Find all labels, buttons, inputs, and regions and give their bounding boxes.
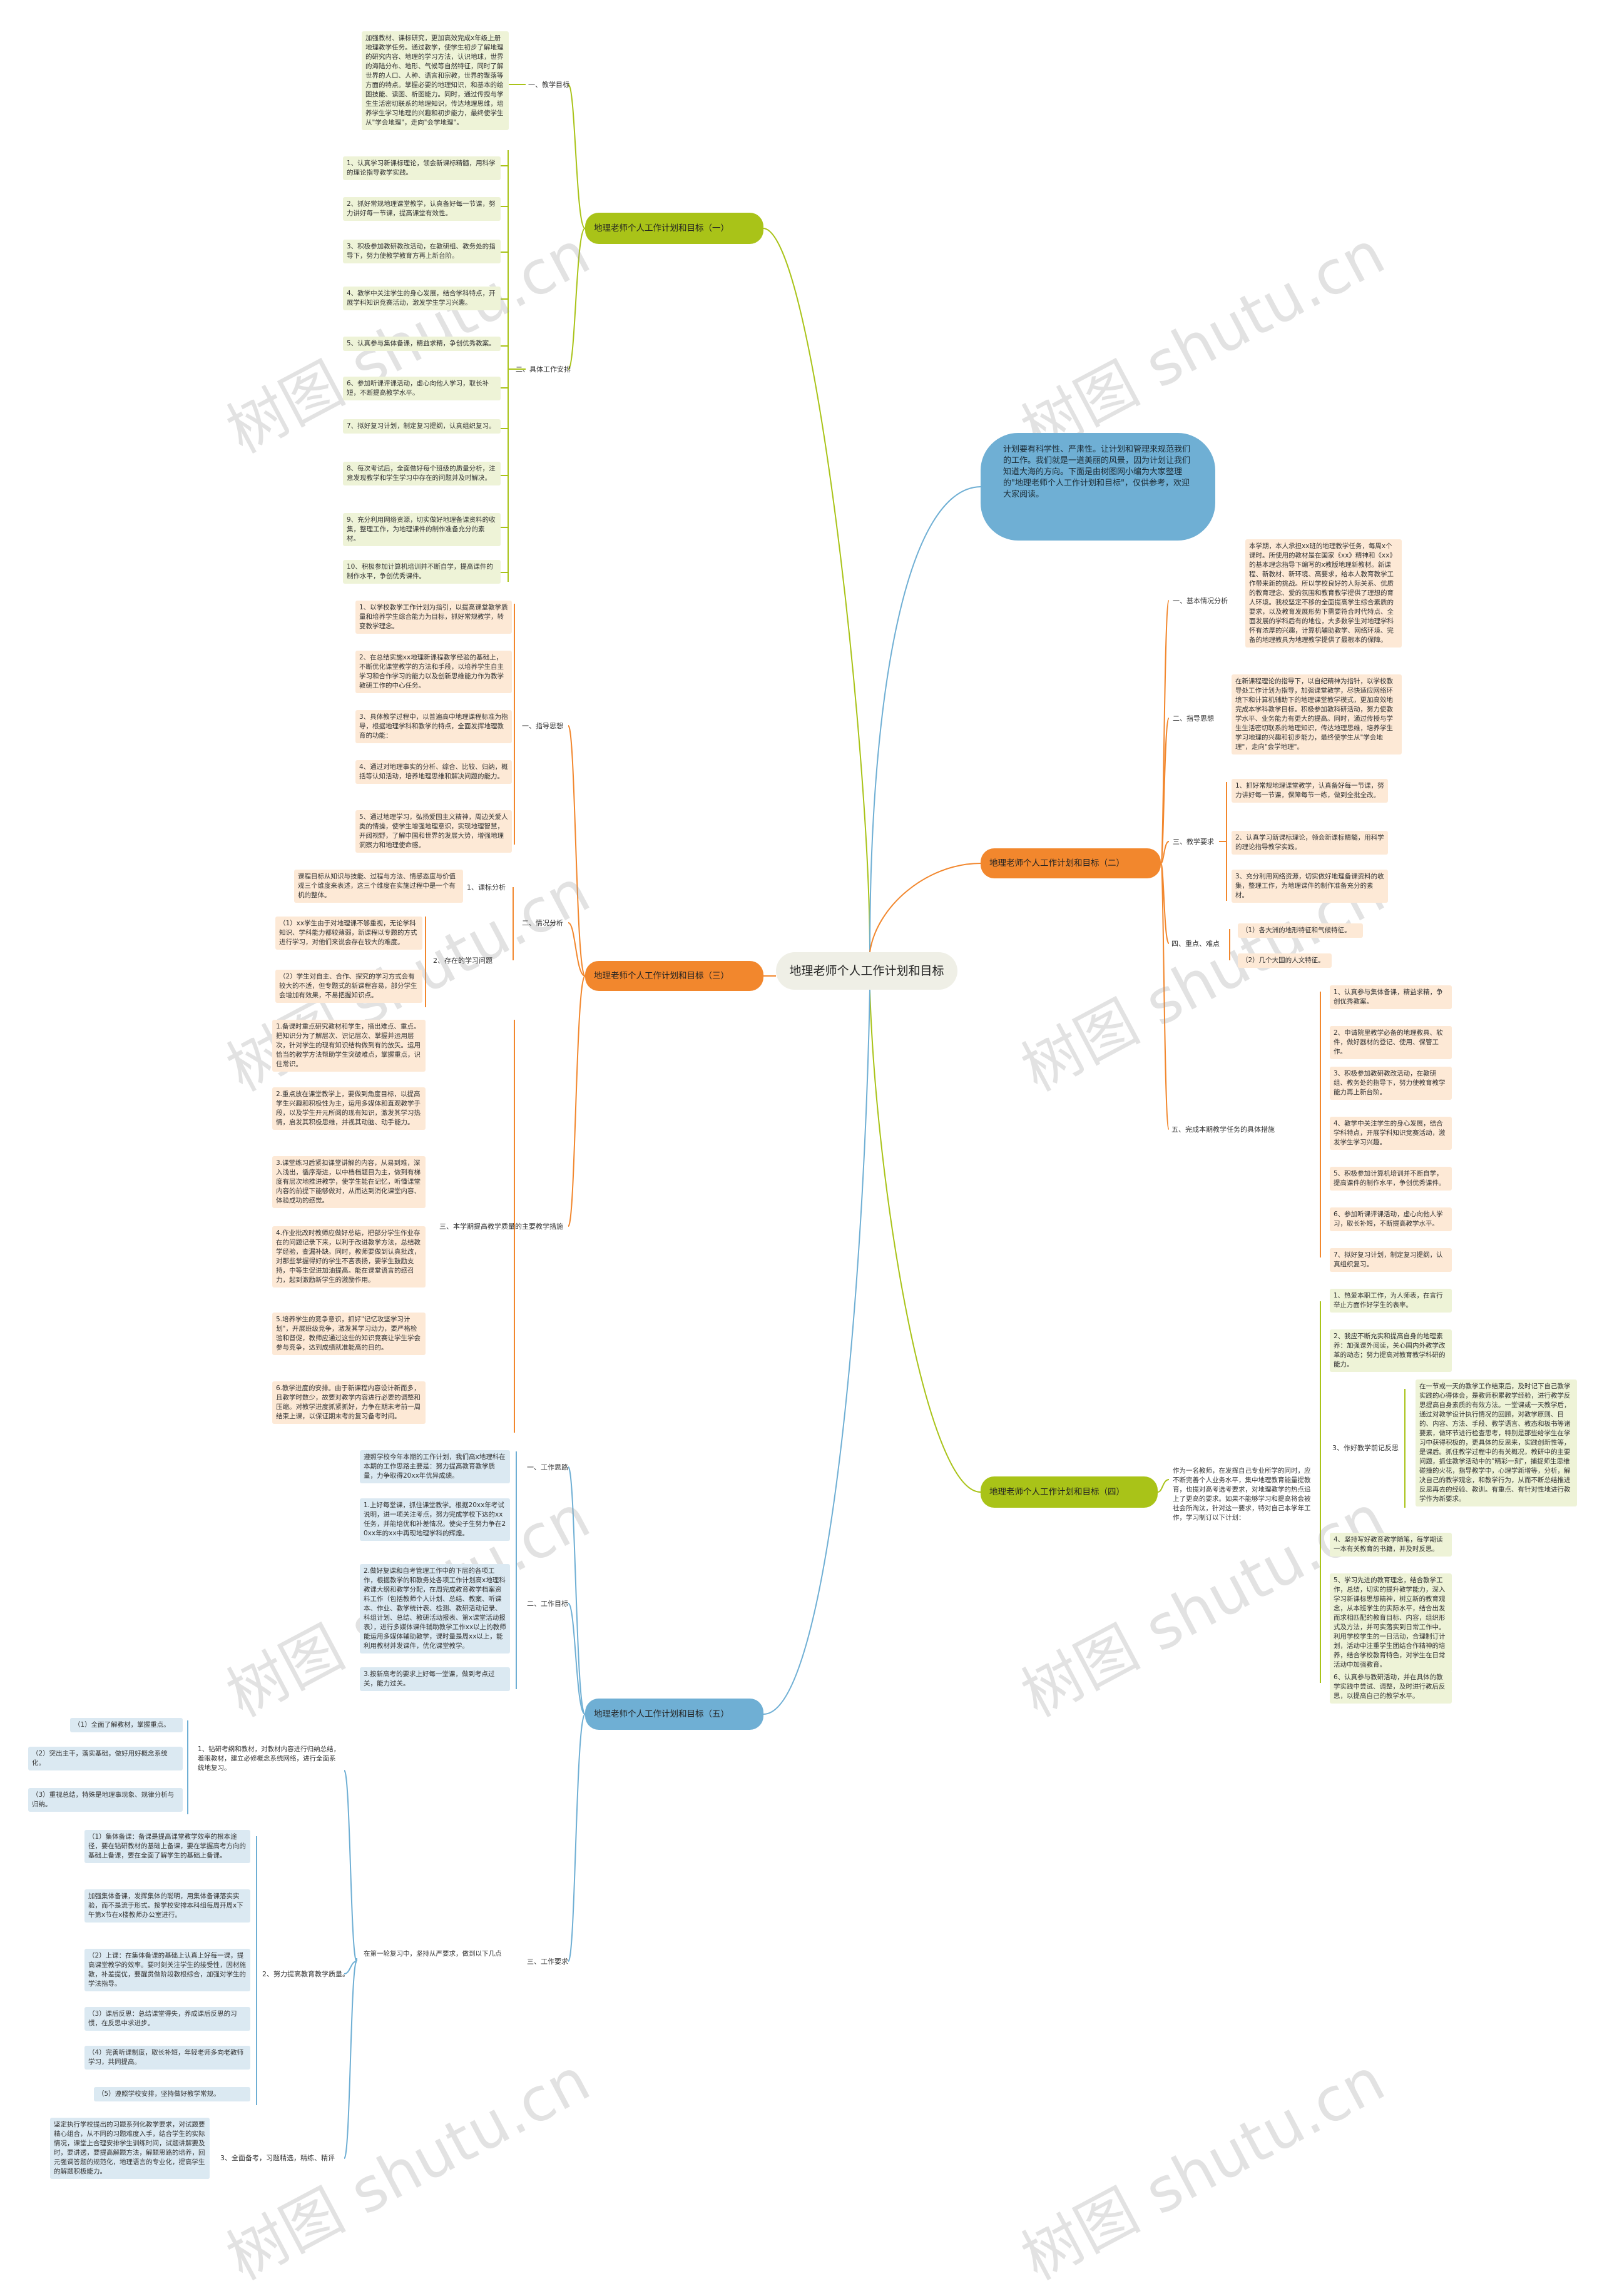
list-item: （1）各大洲的地形特征和气候特征。 [1238, 923, 1363, 938]
connector-root-branch5 [763, 989, 870, 1715]
section-label: 四、重点、难点 [1171, 940, 1220, 948]
section-label: 二、工作目标 [527, 1600, 568, 1608]
subsection-label: 3、作好教学前记反思 [1332, 1444, 1399, 1452]
leaf-text: 在新课程理论的指导下，以自纪精神为指针，以学校教导处工作计划为指导，加强课堂教学… [1232, 674, 1402, 754]
list-item: （3）重视总结，特殊是地理事现象、规律分析与归纳。 [28, 1788, 183, 1812]
section-label: 一、教学目标 [528, 81, 569, 89]
subsection-label: 1、钻研考纲和教材，对教材内容进行归纳总结，着眼教材，建立必修概念系统网络，进行… [194, 1742, 344, 1775]
section-label: 二、具体工作安排 [516, 365, 571, 373]
leaf-text: 作为一名教师，在发挥自己专业所学的同时，应不断完善个人业务水平，集中地理教育能量… [1169, 1464, 1319, 1525]
subsection-label: 2、存在的学习问题 [433, 957, 492, 965]
section-label: 一、基本情况分析 [1173, 597, 1228, 605]
list-item: 1.备课时重点研究教材和学生，摘出难点、重点。把知识分为了解层次、识记层次、掌握… [272, 1020, 426, 1072]
section-label: 一、指导思想 [522, 722, 563, 730]
section-label: 一、工作思路 [527, 1463, 568, 1471]
connector-root-intro [869, 486, 981, 953]
list-item: （1）集体备课：备课是提高课堂教学效率的根本途径，要在钻研教材的基础上备课，要在… [84, 1830, 250, 1863]
leaf-text: 本学期，本人承担xx班的地理教学任务，每周x个课时。所使用的教材是在国家《xx》… [1245, 539, 1402, 648]
list-item: （2）几个大国的人文特征。 [1238, 953, 1332, 968]
list-item: 1、热爱本职工作，为人师表，在言行举止方面作好学生的表率。 [1330, 1289, 1452, 1313]
list-item: 1、抓好常规地理课堂教学，认真备好每一节课，努力讲好每一节课，保障每节一练，做到… [1232, 779, 1388, 803]
leaf-text: 在第一轮复习中，坚持从严要求，做到以下几点 [360, 1947, 510, 1961]
list-item: 加强集体备课，发挥集体的聪明，用集体备课落实实验，而不是流于形式。按学校安排本科… [84, 1889, 250, 1923]
list-item: 4、教学中关注学生的身心发展，结合学科特点，开展学科知识竞赛活动，激发学生学习兴… [343, 287, 501, 310]
list-item: 5、通过地理学习，弘扬爱国主义精神，周边关爱人类的情操，使学生增强地理意识，实现… [355, 810, 512, 853]
list-item: 2、在总结实施xx地理新课程教学经验的基础上，不断优化课堂教学的方法和手段，以培… [355, 651, 512, 693]
root-topic[interactable]: 地理老师个人工作计划和目标 [776, 952, 957, 990]
list-item: 7、拟好复习计划，制定复习提纲，认真组织复习。 [1330, 1248, 1452, 1272]
list-item: 6、参加听课评课活动，虚心向他人学习，取长补短，不断提高教学水平。 [343, 377, 501, 400]
list-item: （5）遵照学校安排，坚持做好教学常规。 [94, 2087, 250, 2101]
subsection-label: 1、课标分析 [467, 883, 506, 891]
branch-plan-4[interactable]: 地理老师个人工作计划和目标（四） [981, 1476, 1158, 1508]
connector-lines [187, 84, 1406, 2159]
list-item: 1.上好每堂课，抓住课堂教学。根据20xx年考试说明，进一项关注考点，努力完成学… [360, 1498, 510, 1541]
list-item: 3、充分利用网络资源，切实做好地理备课资料的收集，整理工作，为地理课件的制作准备… [1232, 870, 1388, 903]
list-item: （4）完善听课制度，取长补短，年轻老师多向老教师学习，共同提高。 [84, 2046, 250, 2070]
list-item: 6.教学进度的安排。由于新课程内容设计新而多，且教学时数少，故要对教学内容进行必… [272, 1381, 426, 1424]
list-item: 1、认真参与集体备课，精益求精，争创优秀教案。 [1330, 985, 1452, 1009]
branch-plan-2[interactable]: 地理老师个人工作计划和目标（二） [981, 848, 1161, 878]
branch-plan-5[interactable]: 地理老师个人工作计划和目标（五） [585, 1699, 763, 1730]
list-item: 6、参加听课评课活动，虚心向他人学习，取长补短，不断提高教学水平。 [1330, 1207, 1452, 1231]
list-item: 3.按新高考的要求上好每一堂课，做到考点过关，能力过关。 [360, 1667, 510, 1691]
branch-plan-1[interactable]: 地理老师个人工作计划和目标（一） [585, 213, 763, 244]
list-item: 5.培养学生的竞争意识，抓好"记忆攻坚学习计划"，开展班级竞争，激发其学习动力，… [272, 1313, 426, 1355]
list-item: （2）学生对自主、合作、探究的学习方式会有较大的不适，但专题式的新课程容易，部分… [275, 970, 422, 1003]
list-item: 3、积极参加教研教改活动，在教研组、教务处的指导下，努力使教育教学能力再上新台阶… [1330, 1067, 1452, 1100]
subsection-label: 3、全面备考，习题精选，精练、精评 [220, 2154, 335, 2162]
list-item: 5、积极参加计算机培训并不断自学，提高课件的制作水平，争创优秀课件。 [1330, 1167, 1452, 1191]
list-item: 7、拟好复习计划，制定复习提纲，认真组织复习。 [343, 419, 501, 434]
section-label: 二、情况分析 [522, 919, 563, 927]
list-item: 3.课堂练习后紧扣课堂讲解的内容，从易到难，深入浅出，循序渐进，以中档档题目为主… [272, 1156, 426, 1208]
list-item: 2、认真学习新课标理论，领会新课标精髓，用科学的理论指导教学实践。 [1232, 831, 1388, 855]
list-item: 8、每次考试后，全面做好每个班级的质量分析，注意发现教学和学生学习中存在的问题并… [343, 462, 501, 485]
list-item: 5、认真参与集体备课，精益求精，争创优秀教案。 [343, 337, 501, 351]
list-item: （1）xx学生由于对地理课不够重视，无论学科知识、学科能力都较薄弱，新课程以专题… [275, 917, 422, 950]
leaf-text: 坚定执行学校提出的习题系列化教学要求，对试题要精心组合，从不同的习题难度入手，结… [50, 2118, 210, 2179]
list-item: 2、申请院里教学必备的地理教具、软件，做好器材的登记、使用、保管工作。 [1330, 1026, 1452, 1059]
leaf-text: 遵照学校今年本期的工作计划，我们高x地理科在本期的工作思路主要是：努力提高教育教… [360, 1450, 510, 1483]
list-item: 10、积极参加计算机培训并不断自学，提高课件的制作水平，争创优秀课件。 [343, 560, 501, 584]
branch-plan-3[interactable]: 地理老师个人工作计划和目标（三） [585, 961, 763, 991]
list-item: （2）突出主干，落实基础，做好用好概念系统化。 [28, 1747, 183, 1770]
list-item: （1）全面了解教材，掌握重点。 [70, 1718, 183, 1732]
list-item: 6、认真参与教研活动，并在具体的教学实践中尝试、调整，及时进行教后反思，以提高自… [1330, 1670, 1452, 1704]
list-item: 3、具体教学过程中，以普遍高中地理课程标准为指导，根据地理学科和教学的特点，全面… [355, 710, 512, 743]
list-item: 5、学习先进的教育理念，结合教学工作，总结，切实的提升教学能力，深入学习新课标思… [1330, 1573, 1452, 1672]
section-label: 三、工作要求 [527, 1958, 568, 1966]
subsection-label: 2、努力提高教育教学质量。 [262, 1970, 349, 1978]
connector-root-branch4 [869, 989, 981, 1493]
connector-root-branch1 [763, 228, 870, 953]
list-item: 2、抓好常规地理课堂教学，认真备好每一节课，努力讲好每一节课，提高课堂有效性。 [343, 197, 501, 221]
list-item: 2、我应不断充实和提高自身的地理素养：加强课外阅读，关心国内外教学改革的动态；努… [1330, 1329, 1452, 1372]
list-item: 9、充分利用网络资源，切实做好地理备课资料的收集，整理工作，为地理课件的制作准备… [343, 513, 501, 546]
list-item: 1、以学校教学工作计划为指引，以提高课堂教学质量和培养学生综合能力为目标，抓好常… [355, 601, 512, 634]
list-item: 4、教学中关注学生的身心发展，结合学科特点，开展学科知识竞赛活动，激发学生学习兴… [1330, 1117, 1452, 1150]
section-label: 三、本学期提高教学质量的主要教学措施 [439, 1222, 563, 1231]
list-item: 4、坚持写好教育教学随笔，每学期读一本有关教育的书籍，并及时反思。 [1330, 1533, 1452, 1557]
intro-node[interactable]: 计划要有科学性、严肃性。让计划和管理来规范我们的工作。我们就是一道美丽的风景，因… [981, 433, 1215, 541]
leaf-text: 课程目标从知识与技能、过程与方法、情感态度与价值观三个维度来表述，这三个维度在实… [294, 870, 463, 903]
list-item: 2.做好复课和自考管理工作中的下层的各项工作，根据教学的和教务处各项工作计划高x… [360, 1564, 510, 1653]
list-item: 3、积极参加教研教改活动，在教研组、教务处的指导下，努力使教学教育方再上新台阶。 [343, 240, 501, 263]
section-label: 三、教学要求 [1173, 838, 1214, 846]
list-item: （3）课后反思：总结课堂得失，养成课后反思的习惯，在反思中求进步。 [84, 2007, 250, 2031]
leaf-text: 加强教材、课标研究，更加高效完成x年级上册地理教学任务。通过教学，使学生初步了解… [362, 31, 509, 130]
list-item: 1、认真学习新课标理论，领会新课标精髓，用科学的理论指导教学实践。 [343, 156, 501, 180]
connector-root-branch2 [869, 863, 981, 953]
list-item: 4、通过对地理事实的分析、综合、比较、归纳，概括等认知活动，培养地理思维和解决问… [355, 760, 512, 784]
list-item: （2）上课：在集体备课的基础上认真上好每一课，提高课堂教学的效率。要时刻关注学生… [84, 1949, 250, 1991]
list-item: 4.作业批改时教师应做好总结，把部分学生作业存在的问题记录下来，以利于改进教学方… [272, 1226, 426, 1288]
section-label: 二、指导思想 [1173, 714, 1214, 723]
list-item: 2.重点放在课堂教学上，要做到角度目标，以提高学生兴趣和积极性为主，运用多媒体和… [272, 1087, 426, 1130]
leaf-text: 在一节或一天的教学工作结束后，及时记下自己教学实践的心得体会，是教师积累教学经验… [1416, 1379, 1577, 1506]
section-label: 五、完成本期教学任务的具体措施 [1171, 1125, 1275, 1134]
